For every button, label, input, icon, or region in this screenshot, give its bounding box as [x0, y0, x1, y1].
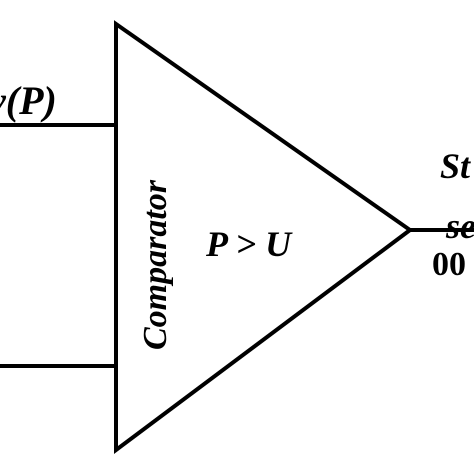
output-label-line2: se	[445, 206, 474, 246]
comparator-triangle	[114, 20, 414, 454]
input-top-label: v(P)	[0, 78, 57, 123]
condition-label: P > U	[205, 224, 293, 264]
output-label-line1: St	[440, 146, 471, 186]
comparator-label: Comparator	[137, 179, 174, 350]
output-code: 00	[432, 246, 466, 283]
